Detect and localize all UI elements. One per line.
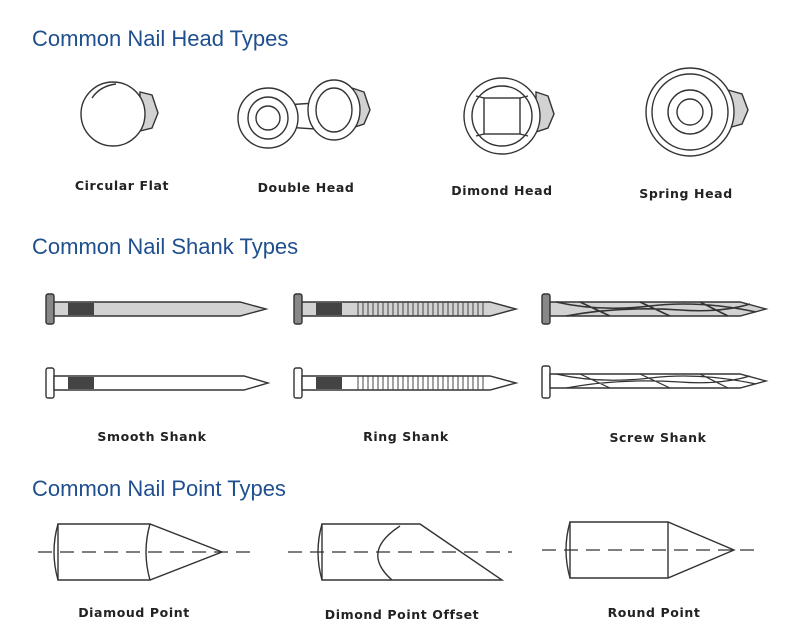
label-dimond-point-offset: Dimond Point Offset (324, 607, 480, 622)
round-point-drawing (542, 521, 762, 579)
label-ring-shank: Ring Shank (363, 429, 449, 444)
diamond-point-offset-drawing (288, 523, 512, 581)
label-screw-shank: Screw Shank (609, 430, 707, 445)
label-round-point: Round Point (607, 605, 701, 620)
smooth-shank-filled-drawing (45, 293, 269, 325)
label-spring-head: Spring Head (639, 186, 733, 201)
point-types-title: Common Nail Point Types (32, 476, 286, 501)
diamond-point-drawing (38, 523, 252, 581)
label-circular-flat: Circular Flat (74, 178, 170, 193)
screw-shank-filled-drawing (541, 293, 769, 325)
label-double-head: Double Head (257, 180, 355, 195)
circular-flat-head-drawing (80, 81, 159, 147)
ring-shank-outline-drawing (293, 367, 519, 399)
double-head-drawing (237, 79, 371, 149)
ring-shank-filled-drawing (293, 293, 519, 325)
spring-head-drawing (645, 67, 749, 157)
label-smooth-shank: Smooth Shank (97, 429, 207, 444)
smooth-shank-outline-drawing (45, 367, 271, 399)
screw-shank-outline-drawing (541, 365, 769, 399)
head-types-title: Common Nail Head Types (32, 26, 289, 51)
label-dimond-head: Dimond Head (451, 183, 553, 198)
dimond-head-drawing (463, 77, 555, 155)
shank-types-title: Common Nail Shank Types (32, 234, 299, 259)
label-diamoud-point: Diamoud Point (78, 605, 190, 620)
